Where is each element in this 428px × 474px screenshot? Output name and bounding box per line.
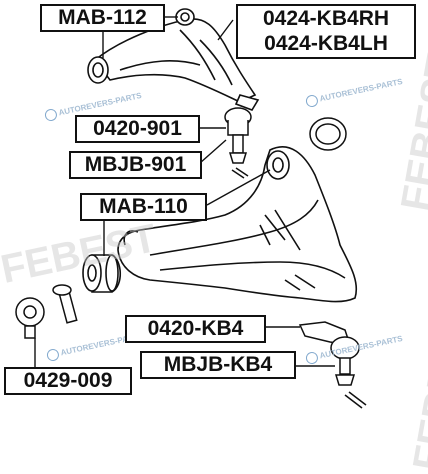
brand-logo-icon: [304, 350, 320, 366]
label-mbjb-kb4: MBJB-KB4: [140, 351, 296, 379]
label-0429-009: 0429-009: [4, 367, 132, 395]
lower-control-arm: [117, 146, 358, 303]
label-upper-arm-group: 0424-KB4RH 0424-KB4LH: [236, 4, 416, 59]
parts-diagram: AUTOREVERS-PARTS AUTOREVERS-PARTS AUTORE…: [0, 4, 428, 474]
label-0424-kb4rh: 0424-KB4RH: [262, 7, 390, 30]
upper-ball-joint: [224, 107, 252, 179]
label-0420-kb4: 0420-KB4: [125, 315, 266, 343]
brand-logo-icon: [45, 347, 61, 363]
brand-logo-icon: [43, 107, 59, 123]
brand-logo-icon: [304, 93, 320, 109]
upper-control-arm: [87, 8, 260, 111]
label-mab-110: MAB-110: [80, 193, 207, 221]
lower-ball-joint: [298, 321, 367, 409]
label-mbjb-901: MBJB-901: [69, 151, 202, 179]
dust-cover: [309, 117, 347, 151]
label-0420-901: 0420-901: [75, 115, 200, 143]
camber-bolt: [15, 284, 78, 339]
label-0424-kb4lh: 0424-KB4LH: [264, 32, 388, 55]
diagram-drawing: [15, 8, 367, 409]
leader-lines: [34, 16, 335, 368]
lower-bushing: [82, 254, 122, 293]
label-mab-112: MAB-112: [40, 4, 165, 32]
